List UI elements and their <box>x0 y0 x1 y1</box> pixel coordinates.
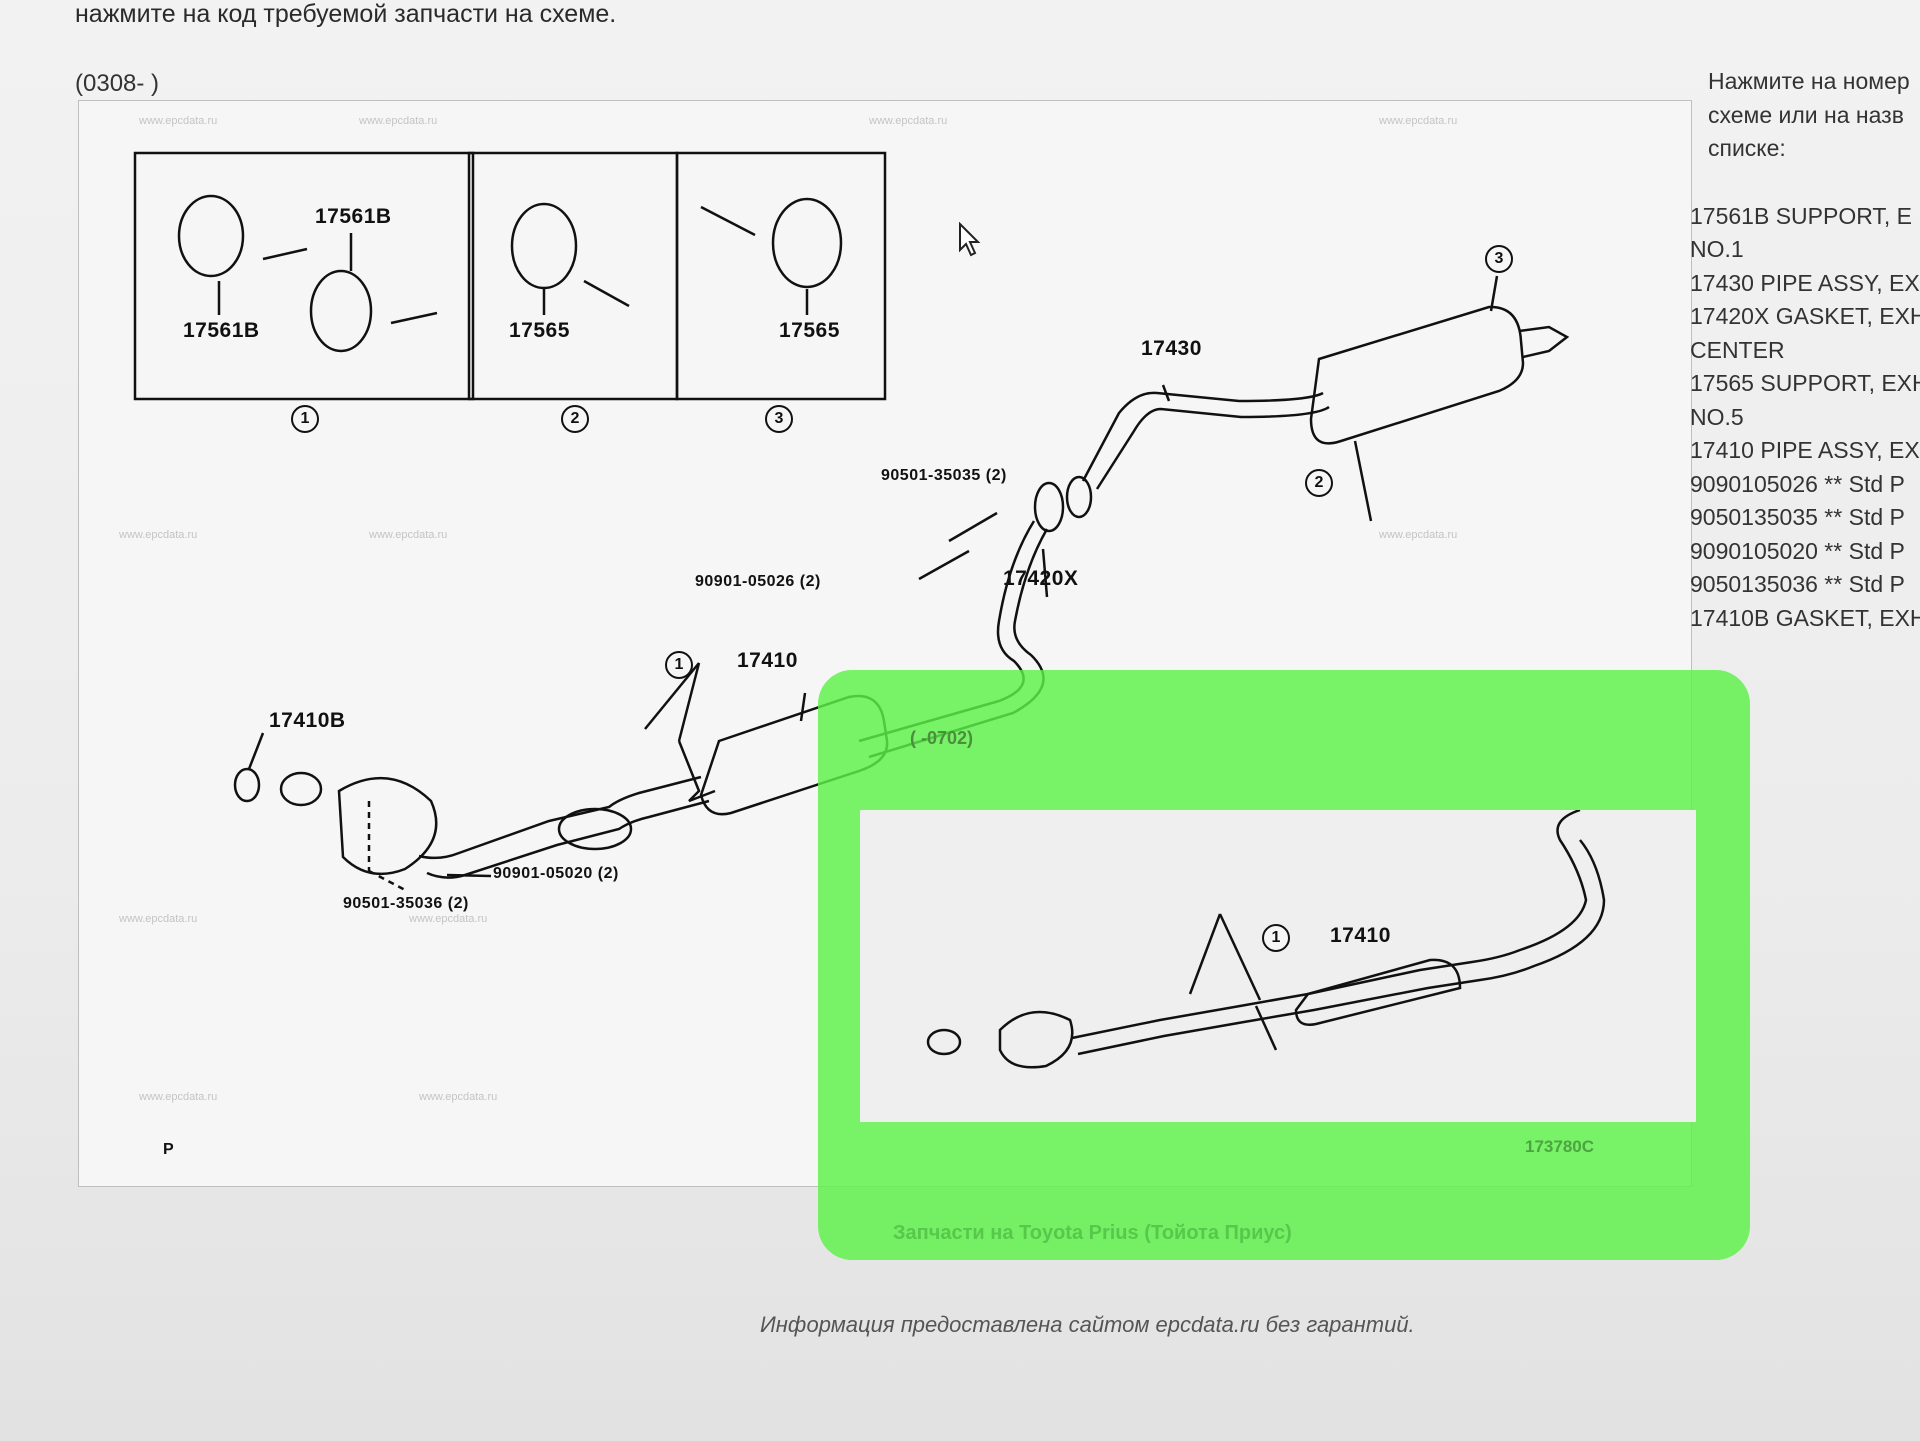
watermark: www.epcdata.ru <box>1379 115 1458 127</box>
part-label-17410[interactable]: 17410 <box>737 649 798 672</box>
part-label-17561b[interactable]: 17561B <box>183 319 260 342</box>
corner-mark: P <box>163 1141 175 1158</box>
watermark: www.epcdata.ru <box>419 1091 498 1103</box>
intro-line: Нажмите на номер <box>1708 68 1910 94</box>
parts-list-item[interactable]: CENTER <box>1690 336 1785 363</box>
parts-list-item[interactable]: 17410B GASKET, EXHA <box>1690 604 1920 631</box>
watermark: www.epcdata.ru <box>869 115 948 127</box>
parts-list-item[interactable]: 17420X GASKET, EXH <box>1690 303 1920 329</box>
ref-number-1: 1 <box>665 651 693 679</box>
part-label-17565[interactable]: 17565 <box>509 319 570 342</box>
watermark: www.epcdata.ru <box>409 913 488 925</box>
inset-ref-number-1: 1 <box>1262 924 1290 952</box>
parts-list-intro: Нажмите на номер схеме или на назв списк… <box>1690 65 1920 166</box>
parts-list-item[interactable]: 17430 PIPE ASSY, EX <box>1690 269 1920 296</box>
hanger-shape <box>309 269 373 353</box>
parts-list-item[interactable]: NO.1 <box>1690 236 1744 262</box>
part-label-17561b[interactable]: 17561B <box>315 205 392 228</box>
parts-list-item[interactable]: NO.5 <box>1690 403 1744 430</box>
hanger-shape <box>510 202 578 290</box>
diagram-code: 173780C <box>1525 1137 1595 1156</box>
inset-drawing <box>926 808 1606 1069</box>
hanger-shape <box>771 197 843 289</box>
part-label-17410b[interactable]: 17410B <box>269 709 346 732</box>
watermark: www.epcdata.ru <box>359 115 438 127</box>
watermark: www.epcdata.ru <box>139 1091 218 1103</box>
range-label: (0308- ) <box>75 70 160 97</box>
inset-part-label-17410[interactable]: 17410 <box>1330 924 1391 947</box>
ref-number-2: 2 <box>1305 469 1333 497</box>
watermark: www.epcdata.ru <box>369 529 448 541</box>
green-caption: Запчасти на Toyota Prius (Тойота Приус) <box>893 1222 1292 1244</box>
inset-frame-1 <box>133 151 475 401</box>
watermark: www.epcdata.ru <box>139 115 218 127</box>
part-label-90901-05020[interactable]: 90901-05020 (2) <box>493 865 619 882</box>
inset-number-1: 1 <box>291 405 319 433</box>
mouse-cursor-icon <box>959 222 981 257</box>
watermark: www.epcdata.ru <box>1379 529 1458 541</box>
parts-list-item[interactable]: 9050135036 ** Std P <box>1690 571 1905 597</box>
muffler-shape <box>1309 305 1525 445</box>
hanger-shape <box>177 194 245 278</box>
intro-line: схеме или на назв <box>1708 101 1904 128</box>
footer-disclaimer: Информация предоставлена сайтом epcdata.… <box>760 1312 1415 1337</box>
instruction-text: нажмите на код требуемой запчасти на схе… <box>75 0 617 28</box>
parts-list-item[interactable]: 9090105026 ** Std P <box>1690 470 1905 497</box>
parts-list-panel: Нажмите на номер схеме или на назв списк… <box>1690 65 1920 665</box>
parts-list-item[interactable]: 9050135035 ** Std P <box>1690 504 1905 530</box>
part-label-90901-05026[interactable]: 90901-05026 (2) <box>695 573 821 590</box>
parts-list-item[interactable]: 17561B SUPPORT, E <box>1690 202 1913 229</box>
parts-list-item[interactable]: 9090105020 ** Std P <box>1690 537 1905 564</box>
parts-list-item[interactable]: 17410 PIPE ASSY, EXH <box>1690 437 1920 463</box>
inset-range-label: ( -0702) <box>910 728 974 748</box>
part-label-17565[interactable]: 17565 <box>779 319 840 342</box>
inset-frame-2 <box>467 151 679 401</box>
inset-number-2: 2 <box>561 405 589 433</box>
watermark: www.epcdata.ru <box>119 913 198 925</box>
inset-number-3: 3 <box>765 405 793 433</box>
parts-list-item[interactable]: 17565 SUPPORT, EXH <box>1690 370 1920 396</box>
inset-frame-3 <box>675 151 887 401</box>
intro-line: списке: <box>1708 135 1786 161</box>
ref-number-3: 3 <box>1485 245 1513 273</box>
part-label-90501-35036[interactable]: 90501-35036 (2) <box>343 895 469 912</box>
part-label-17430[interactable]: 17430 <box>1141 337 1202 360</box>
watermark: www.epcdata.ru <box>119 529 198 541</box>
part-label-90501-35035[interactable]: 90501-35035 (2) <box>881 467 1007 484</box>
part-label-17420x[interactable]: 17420X <box>1003 567 1079 590</box>
inset-variant-diagram[interactable] <box>860 808 1696 1122</box>
